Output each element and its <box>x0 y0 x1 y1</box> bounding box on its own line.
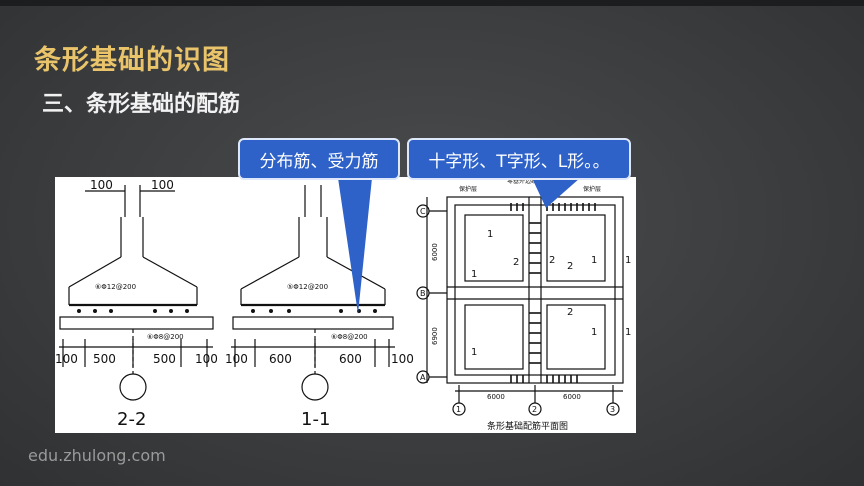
section-2-2 <box>59 185 214 401</box>
dim-1-1-edge-left: 100 <box>225 352 248 366</box>
plan-mark: 1 <box>591 255 597 266</box>
slide-title: 条形基础的识图 <box>34 45 230 76</box>
dim-1-1-edge-right: 100 <box>391 352 414 366</box>
dim-plan-left-lower: 6900 <box>431 327 439 345</box>
plan-note-outline: 零基外边线 <box>507 177 537 185</box>
axis-col-2: 2 <box>532 405 537 414</box>
foundation-drawing: 100 100 ⑥Φ12@200 ⑥Φ8@200 100 500 500 100… <box>55 177 631 432</box>
axis-row-c: C <box>420 207 426 216</box>
slide-subtitle: 三、条形基础的配筋 <box>42 92 241 117</box>
plan-hatching <box>510 203 596 383</box>
callout-rebar-types-text: 分布筋、受力筋 <box>259 151 379 172</box>
dim-1-1-right: 600 <box>339 352 362 366</box>
callout-rebar-types: 分布筋、受力筋 <box>238 138 400 180</box>
axis-col-3: 3 <box>610 405 615 414</box>
dist-note-1-1: ⑥Φ8@200 <box>331 333 368 341</box>
dim-2-2-right: 500 <box>153 352 176 366</box>
plan-mark: 1 <box>471 269 477 280</box>
plan-mark: 1 <box>487 229 493 240</box>
dist-note-2-2: ⑥Φ8@200 <box>147 333 184 341</box>
plan-mark: 1 <box>625 255 631 266</box>
plan-mark: 2 <box>567 261 573 272</box>
foundation-plan <box>416 196 624 416</box>
section-1-1 <box>231 185 395 401</box>
dim-plan-left-upper: 6000 <box>431 243 439 261</box>
dim-2-2-edge-right: 100 <box>195 352 218 366</box>
plan-mark: 1 <box>591 327 597 338</box>
top-bar <box>0 0 864 6</box>
watermark: edu.zhulong.com <box>28 446 166 465</box>
plan-caption: 条形基础配筋平面图 <box>487 420 568 432</box>
dim-plan-bottom-left: 6000 <box>487 393 505 401</box>
plan-note-protect-left: 保护层 <box>459 185 477 193</box>
plan-mark: 1 <box>471 347 477 358</box>
plan-mark: 2 <box>549 255 555 266</box>
dim-2-2-left: 500 <box>93 352 116 366</box>
plan-mark: 2 <box>567 307 573 318</box>
rebar-note-2-2: ⑥Φ12@200 <box>95 283 136 291</box>
foundation-drawing-panel: 100 100 ⑥Φ12@200 ⑥Φ8@200 100 500 500 100… <box>55 177 636 433</box>
axis-row-a: A <box>420 373 426 382</box>
rebar-note-1-1: ⑤Φ12@200 <box>287 283 328 291</box>
dim-2-2-edge-left: 100 <box>55 352 78 366</box>
callout-joint-shapes: 十字形、T字形、L形。。 <box>407 138 631 180</box>
plan-note-protect-right: 保护层 <box>583 185 601 193</box>
dim-1-1-left: 600 <box>269 352 292 366</box>
callout-joint-shapes-text: 十字形、T字形、L形。。 <box>428 151 610 172</box>
plan-mark: 1 <box>625 327 631 338</box>
axis-col-1: 1 <box>456 405 461 414</box>
axis-row-b: B <box>420 289 426 298</box>
section-label-2-2: 2-2 <box>117 409 146 430</box>
dim-plan-bottom-right: 6000 <box>563 393 581 401</box>
dim-2-2-top-right: 100 <box>151 178 174 192</box>
section-label-1-1: 1-1 <box>301 409 330 430</box>
plan-mark: 2 <box>513 257 519 268</box>
dim-2-2-top-left: 100 <box>90 178 113 192</box>
